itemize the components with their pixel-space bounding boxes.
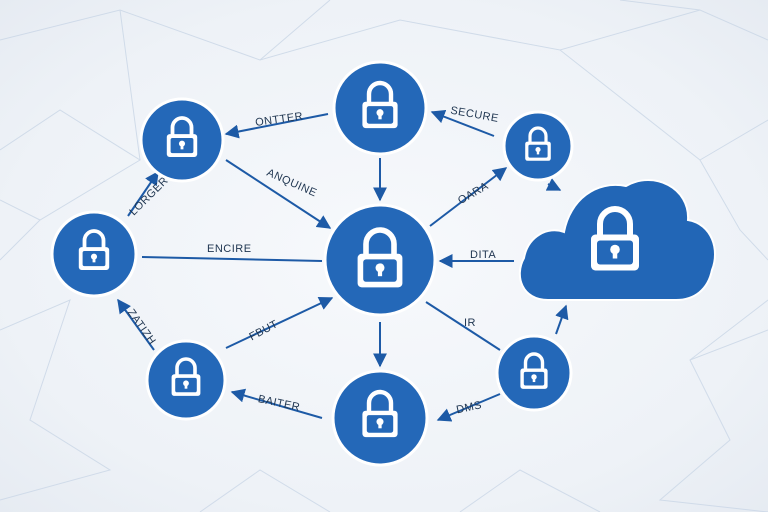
edge-topleft-to-center bbox=[225, 159, 332, 229]
node-center bbox=[323, 203, 437, 317]
edge-topright-to-topcenter bbox=[430, 110, 495, 137]
edge-left-to-center bbox=[141, 256, 323, 262]
label-ir: IR bbox=[464, 317, 476, 329]
label-onter: ONTTER bbox=[254, 110, 303, 129]
edge-topcenter-to-topleft bbox=[224, 113, 329, 139]
node-bottom-center bbox=[331, 369, 429, 467]
edge-bottomright-to-bottomcenter bbox=[436, 393, 501, 422]
edge-bottomright-to-cloud bbox=[555, 304, 569, 335]
node-left bbox=[50, 210, 138, 298]
edge-center-to-topright bbox=[429, 167, 508, 227]
label-baiter: BAITER bbox=[257, 393, 301, 414]
edge-topright-to-cloud bbox=[545, 178, 562, 191]
label-fbut: FBUT bbox=[247, 318, 280, 343]
node-top-center bbox=[332, 60, 428, 156]
edge-left-to-topleft bbox=[127, 170, 159, 217]
edge-bottomleft-to-center bbox=[225, 297, 334, 349]
label-anquine: ANQUINE bbox=[265, 167, 319, 200]
edge-bottomcenter-to-bottomleft bbox=[230, 388, 323, 419]
label-dms: DMS bbox=[455, 399, 483, 416]
edge-center-to-bottomright bbox=[425, 301, 501, 351]
node-bottom-left bbox=[145, 339, 227, 421]
label-zatizh: ZATIZH bbox=[125, 307, 158, 347]
label-encire: ENCIRE bbox=[207, 243, 252, 255]
label-dita: DITA bbox=[470, 249, 496, 261]
edge-bottomleft-to-left bbox=[117, 298, 155, 351]
node-top-right bbox=[502, 110, 574, 182]
node-bottom-right bbox=[495, 334, 573, 412]
edges bbox=[117, 110, 569, 422]
label-oara: OARA bbox=[456, 180, 491, 207]
cloud-node bbox=[519, 179, 716, 301]
label-lorger: LORGER bbox=[127, 175, 170, 218]
node-top-left bbox=[139, 97, 225, 183]
